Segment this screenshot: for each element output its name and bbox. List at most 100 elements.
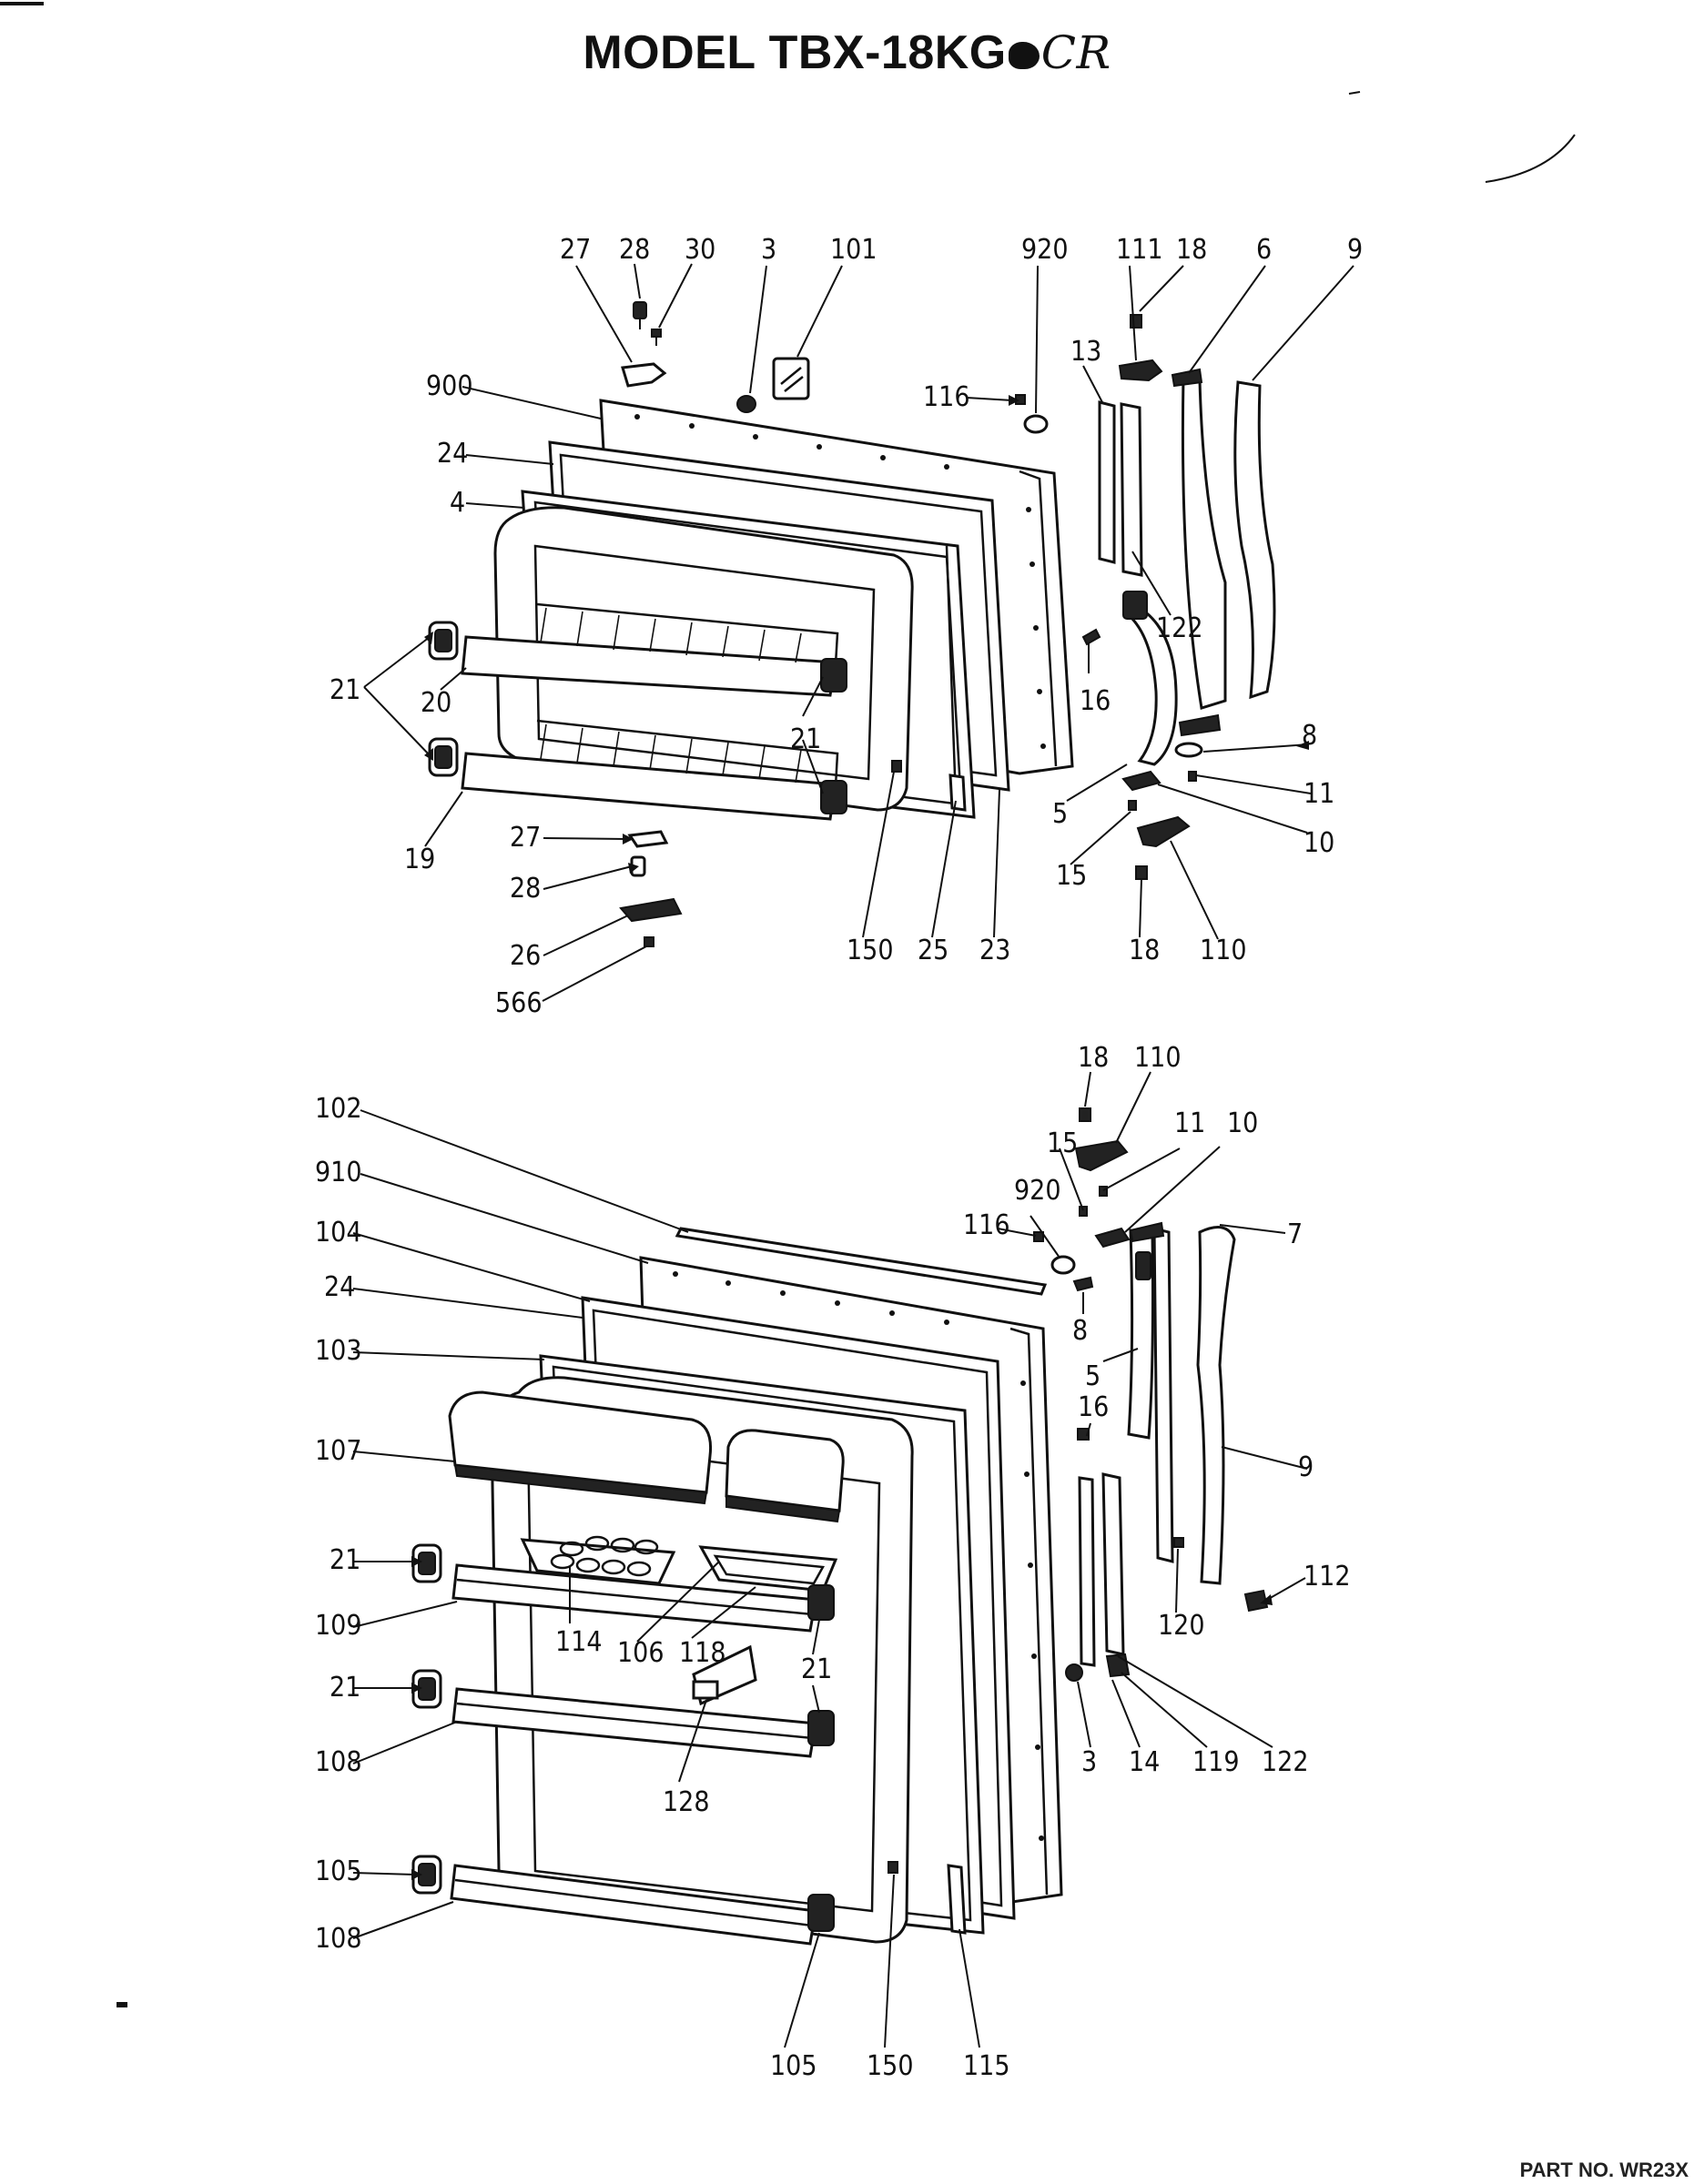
- dairy-door-hinge: [453, 1463, 708, 1505]
- washer-8-lower: [1072, 1276, 1094, 1292]
- butter-door-hinge: [725, 1494, 841, 1523]
- callout: 28: [619, 234, 650, 266]
- screw-120: [1173, 1537, 1184, 1548]
- screw-28: [633, 301, 647, 319]
- callout: 9: [1298, 1451, 1314, 1483]
- screw-30: [651, 329, 662, 338]
- callout: 566: [495, 987, 543, 1019]
- plug-920-lower: [1050, 1255, 1076, 1275]
- plug-3: [736, 395, 756, 413]
- bracket-10-lower: [1094, 1227, 1131, 1249]
- callout: 105: [770, 2050, 817, 2082]
- handle-rail-6-bottom: [1178, 713, 1222, 737]
- door-shelf-108-lip: [456, 1702, 813, 1740]
- handle-5-lower-cap: [1135, 1251, 1151, 1280]
- callout: 118: [679, 1637, 726, 1669]
- callout: 900: [426, 370, 473, 402]
- clip-119: [1105, 1653, 1131, 1678]
- stray-dash: [1348, 91, 1361, 95]
- strip-115: [947, 1864, 967, 1935]
- callout: 120: [1158, 1610, 1205, 1642]
- callout: 3: [761, 234, 776, 266]
- callout: 19: [404, 844, 435, 875]
- callout: 21: [801, 1653, 832, 1685]
- washer-8: [1174, 742, 1203, 758]
- shelf-side-clip-inner: [418, 1677, 436, 1701]
- rail-7-top: [1129, 1221, 1165, 1243]
- handle-rail-6-top: [1171, 368, 1203, 388]
- screw-11: [1188, 771, 1197, 782]
- callout: 10: [1227, 1107, 1258, 1139]
- shelf-end-cap: [807, 1584, 835, 1621]
- callout: 23: [979, 935, 1010, 966]
- callout: 116: [963, 1209, 1010, 1241]
- callout: 11: [1303, 778, 1334, 810]
- callout: 15: [1056, 860, 1087, 892]
- hinge-111: [1118, 359, 1163, 382]
- callout: 25: [918, 935, 948, 966]
- hinge-110: [1136, 815, 1191, 848]
- screw-15: [1128, 800, 1137, 811]
- callout: 15: [1047, 1127, 1078, 1159]
- callout: 16: [1080, 685, 1111, 717]
- callout: 13: [1070, 336, 1101, 368]
- callout: 11: [1174, 1107, 1205, 1139]
- callout: 21: [330, 1672, 360, 1704]
- callout: 9: [1347, 234, 1363, 266]
- handwritten-suffix: CR: [1040, 26, 1111, 79]
- screw-116-lower: [1033, 1231, 1044, 1242]
- callout: 28: [510, 873, 541, 905]
- callout: 3: [1081, 1746, 1097, 1778]
- hinge-bracket-27: [621, 362, 667, 388]
- fresh-food-door-callouts: 18 110 102 15 11 10 910 920 116 7 104 8 …: [315, 1042, 1351, 2082]
- shelf-side-clip-inner: [418, 1552, 436, 1575]
- screw-566: [644, 936, 654, 947]
- callout: 18: [1129, 935, 1160, 966]
- callout: 24: [324, 1271, 355, 1303]
- model-title: MODEL TBX-18KG: [583, 26, 1007, 79]
- callout: 24: [437, 438, 468, 470]
- callout: 18: [1078, 1042, 1109, 1074]
- callout: 18: [1176, 234, 1207, 266]
- callout: 103: [315, 1335, 362, 1367]
- shelf-end-cap: [807, 1710, 835, 1746]
- freezer-panel-edge: [1019, 470, 1058, 767]
- callout: 30: [685, 234, 715, 266]
- callout: 122: [1262, 1746, 1309, 1778]
- callout: 110: [1200, 935, 1247, 966]
- handle-5: [1122, 598, 1178, 766]
- freezer-door-callouts: 27 28 30 3 101 920 111 18 6 9 900 116 13…: [330, 234, 1363, 1019]
- callout: 920: [1014, 1175, 1061, 1207]
- callout: 150: [847, 935, 894, 966]
- part-number-footer: PART NO. WR23X: [1519, 2159, 1689, 2181]
- shelf-side-clip-inner: [434, 629, 452, 652]
- screw-16-lower: [1077, 1428, 1090, 1441]
- freezer-shelf-lower-back: [536, 719, 839, 787]
- plug-3-lower: [1065, 1663, 1083, 1682]
- utility-tray-inner: [713, 1554, 826, 1585]
- stray-dot: [117, 2002, 127, 2007]
- callout: 105: [315, 1855, 362, 1887]
- handle-5-lower: [1127, 1228, 1154, 1440]
- freezer-panel-dots: [634, 414, 1046, 749]
- egg-cups: [550, 1535, 659, 1577]
- callout: 8: [1302, 720, 1317, 752]
- arrow-heads: [411, 395, 1309, 1880]
- handle-rail-6: [1181, 375, 1227, 710]
- shelf-end-cap-105: [807, 1894, 835, 1932]
- callout: 150: [867, 2050, 914, 2082]
- callout: 4: [450, 487, 465, 519]
- freezer-shelf-upper-ribs: [540, 607, 802, 663]
- handle-trim-9-lower: [1196, 1226, 1236, 1585]
- fresh-panel-dots: [673, 1271, 1044, 1841]
- callout: 26: [510, 940, 541, 972]
- door-shelf-108-upper: [451, 1687, 817, 1758]
- screw-16: [1081, 628, 1101, 646]
- screw-11-lower: [1099, 1186, 1108, 1197]
- bracket-27-lower: [627, 830, 669, 848]
- callout: 111: [1116, 234, 1163, 266]
- callout: 920: [1021, 234, 1069, 266]
- fresh-food-door-assembly: [411, 1107, 1269, 1946]
- callout: 21: [790, 723, 821, 755]
- callout: 104: [315, 1217, 362, 1249]
